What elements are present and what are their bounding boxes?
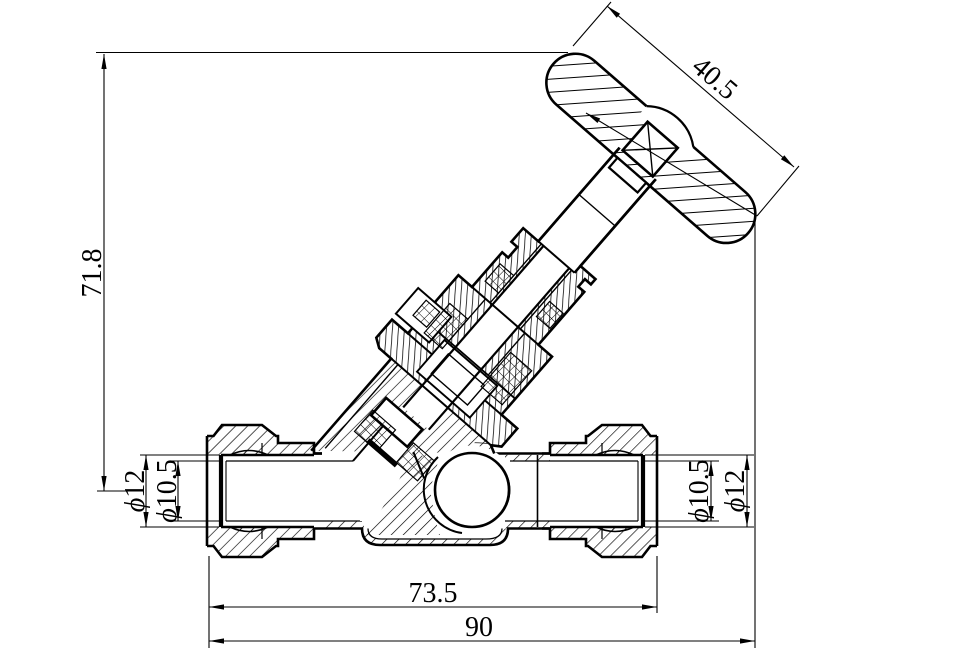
svg-text:ϕ12: ϕ12: [120, 470, 151, 513]
svg-text:71.8: 71.8: [77, 249, 108, 298]
svg-text:73.5: 73.5: [409, 578, 458, 609]
svg-text:ϕ10.5: ϕ10.5: [684, 459, 715, 523]
svg-text:90: 90: [465, 612, 493, 643]
svg-text:ϕ10.5: ϕ10.5: [152, 459, 183, 523]
svg-text:ϕ12: ϕ12: [720, 470, 751, 513]
